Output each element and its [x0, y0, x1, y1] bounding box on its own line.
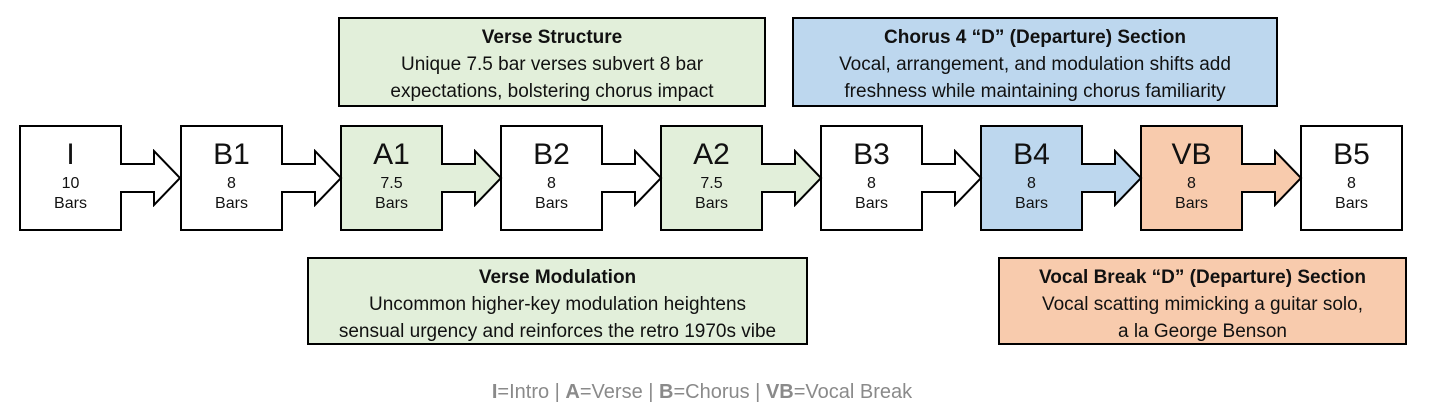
section-bars-value: 7.5: [700, 175, 723, 192]
section-box-vocal-break: VB 8 Bars: [1140, 125, 1243, 231]
section-bars-unit: Bars: [1175, 195, 1208, 212]
callout-title: Chorus 4 “D” (Departure) Section: [884, 27, 1186, 48]
flow-arrow-icon: [120, 149, 182, 207]
section-bars-value: 8: [227, 175, 236, 192]
legend-value: =Vocal Break: [793, 381, 913, 403]
section-box-verse-2: A2 7.5 Bars: [660, 125, 763, 231]
section-box-chorus-2: B2 8 Bars: [500, 125, 603, 231]
section-box-verse-1: A1 7.5 Bars: [340, 125, 443, 231]
section-label: A1: [373, 138, 410, 171]
section-bars-value: 7.5: [380, 175, 403, 192]
section-bars-value: 8: [1187, 175, 1196, 192]
callout-verse-modulation: Verse Modulation Uncommon higher-key mod…: [307, 257, 808, 345]
section-box-chorus-3: B3 8 Bars: [820, 125, 923, 231]
section-bars-unit: Bars: [1015, 195, 1048, 212]
legend-key: A: [565, 381, 580, 403]
section-label: I: [66, 138, 75, 171]
section-bars-unit: Bars: [1335, 195, 1368, 212]
section-bars-value: 8: [1027, 175, 1036, 192]
callout-body-line: Vocal, arrangement, and modulation shift…: [839, 54, 1231, 75]
callout-body-line: sensual urgency and reinforces the retro…: [338, 321, 777, 342]
callout-title: Vocal Break “D” (Departure) Section: [1039, 267, 1366, 288]
section-bars-unit: Bars: [54, 195, 87, 212]
flow-arrow-icon: [281, 149, 343, 207]
callout-vocal-break-departure: Vocal Break “D” (Departure) Section Voca…: [998, 257, 1407, 345]
callout-body-line: Unique 7.5 bar verses subvert 8 bar: [400, 54, 704, 75]
section-bars-unit: Bars: [375, 195, 408, 212]
legend-value: =Verse: [579, 381, 643, 403]
flow-arrow-icon: [761, 149, 823, 207]
section-bars-unit: Bars: [855, 195, 888, 212]
flow-arrow-icon: [441, 149, 503, 207]
legend-key: I: [491, 381, 498, 403]
callout-body-line: freshness while maintaining chorus famil…: [844, 81, 1226, 102]
section-label: VB: [1171, 138, 1212, 171]
section-box-chorus-1: B1 8 Bars: [180, 125, 283, 231]
section-bars-value: 8: [867, 175, 876, 192]
section-box-chorus-5: B5 8 Bars: [1300, 125, 1403, 231]
callout-body-line: a la George Benson: [1117, 321, 1287, 342]
section-box-intro: I 10 Bars: [19, 125, 122, 231]
flow-arrow-icon: [921, 149, 983, 207]
legend-value: =Chorus: [673, 381, 750, 403]
section-label: B3: [853, 138, 890, 171]
flow-arrow-icon: [1241, 149, 1303, 207]
section-label: B1: [213, 138, 250, 171]
section-label: A2: [693, 138, 730, 171]
legend-separator: |: [642, 381, 660, 403]
section-label: B5: [1333, 138, 1370, 171]
callout-title: Verse Structure: [481, 27, 623, 48]
flow-arrow-icon: [1081, 149, 1143, 207]
callout-body-line: Uncommon higher-key modulation heightens: [368, 294, 747, 315]
legend: I=Intro | A=Verse | B=Chorus | VB=Vocal …: [0, 381, 1404, 403]
section-bars-unit: Bars: [215, 195, 248, 212]
legend-separator: |: [549, 381, 566, 403]
callout-body-line: Vocal scatting mimicking a guitar solo,: [1041, 294, 1364, 315]
legend-separator: |: [749, 381, 766, 403]
callout-body-line: expectations, bolstering chorus impact: [390, 81, 714, 102]
flow-arrow-icon: [601, 149, 663, 207]
legend-key: B: [659, 381, 674, 403]
section-label: B2: [533, 138, 570, 171]
section-bars-value: 8: [1347, 175, 1356, 192]
section-bars-value: 10: [61, 175, 80, 192]
legend-key: VB: [765, 381, 794, 403]
section-bars-unit: Bars: [535, 195, 568, 212]
callout-title: Verse Modulation: [478, 267, 637, 288]
section-box-chorus-4: B4 8 Bars: [980, 125, 1083, 231]
section-bars-value: 8: [547, 175, 556, 192]
section-label: B4: [1013, 138, 1050, 171]
callout-verse-structure: Verse Structure Unique 7.5 bar verses su…: [338, 17, 766, 107]
section-bars-unit: Bars: [695, 195, 728, 212]
callout-chorus-4-departure: Chorus 4 “D” (Departure) Section Vocal, …: [792, 17, 1278, 107]
legend-value: =Intro: [497, 381, 550, 403]
